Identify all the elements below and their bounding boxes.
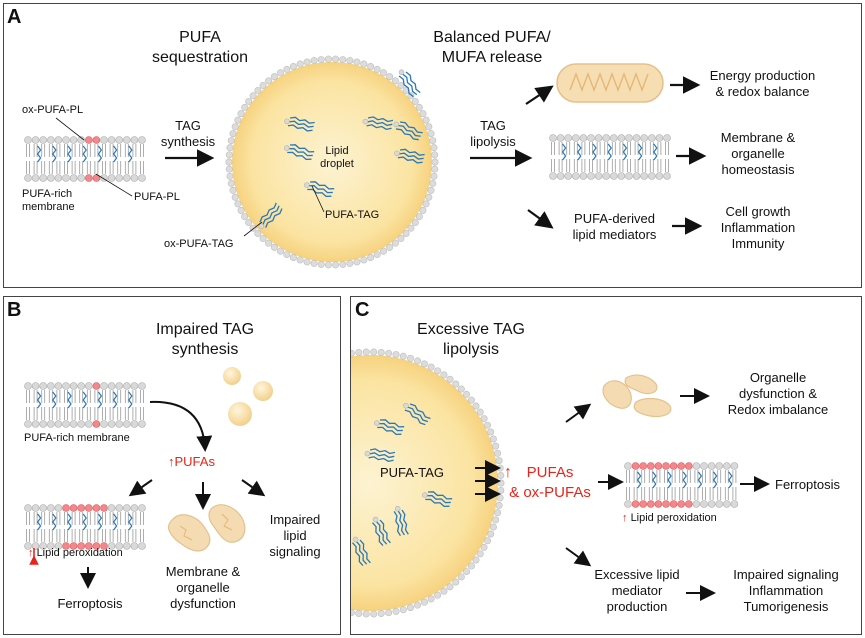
label-pufa-tag-c: PUFA-TAG xyxy=(380,465,445,480)
label-membrane-homeostasis: Membrane & organelle homeostasis xyxy=(720,130,796,177)
lipid-ball xyxy=(253,381,273,401)
lipid-ball xyxy=(228,402,252,426)
label-ferroptosis-c: Ferroptosis xyxy=(775,477,841,492)
label-impaired-lipid-signaling: Impaired lipid signaling xyxy=(269,512,321,559)
up-arrow-icon: ↑ xyxy=(504,464,512,481)
label-lipid-peroxidation-c: ↑ Lipid peroxidation xyxy=(622,512,717,525)
arrow-to-peroxidation-b xyxy=(128,479,153,497)
title-balanced-release: Balanced PUFA/ MUFA release xyxy=(433,29,551,66)
label-pufas-b: ↑PUFAs xyxy=(168,454,215,470)
label-lipid-peroxidation-b: ↑ Lipid peroxidation xyxy=(28,547,123,560)
lipid-droplet-c xyxy=(351,355,498,611)
title-pufa-sequestration: PUFA sequestration xyxy=(151,29,249,66)
mitochondrion-icon xyxy=(556,63,664,103)
damaged-organelle-icon xyxy=(167,504,246,552)
label-tag-lipolysis: TAG lipolysis xyxy=(470,118,516,149)
label-lipid-peroxidation-c-text: Lipid peroxidation xyxy=(630,512,717,524)
label-organelle-dysfunction-b: Membrane & organelle dysfunction xyxy=(165,564,241,611)
label-ox-pufa-tag: ox-PUFA-TAG xyxy=(164,238,234,250)
label-excessive-mediator: Excessive lipid mediator production xyxy=(594,567,680,614)
up-arrow-icon: ↑ xyxy=(622,512,628,524)
label-energy-production: Energy production & redox balance xyxy=(709,68,816,99)
label-pufa-pl: PUFA-PL xyxy=(134,191,180,203)
label-pufas-ox-pufas: ↑PUFAs & ox-PUFAs xyxy=(498,463,602,503)
label-pufa-rich-membrane-b: PUFA-rich membrane xyxy=(24,432,130,444)
damaged-organelle-icon xyxy=(602,374,672,418)
arrow-to-mediators xyxy=(527,209,554,229)
pufa-rich-membrane-a xyxy=(24,136,146,182)
arrow-membrane-to-pufas xyxy=(149,400,213,452)
title-excessive-tag-lipolysis: Excessive TAG lipolysis xyxy=(417,321,525,358)
panel-letter-b: B xyxy=(7,299,22,321)
label-lipid-peroxidation-b-text: Lipid peroxidation xyxy=(36,547,123,559)
label-ferroptosis-b: Ferroptosis xyxy=(57,596,123,611)
panel-letter-c: C xyxy=(355,299,370,321)
arrow-to-signaling-b xyxy=(241,479,266,497)
label-pufa-tag-a: PUFA-TAG xyxy=(325,209,380,221)
arrow-to-mito xyxy=(525,85,554,105)
title-impaired-tag-synthesis: Impaired TAG synthesis xyxy=(155,321,255,358)
panel-b xyxy=(3,296,341,635)
lipid-ball xyxy=(223,367,241,385)
lipid-droplet-a xyxy=(232,62,432,262)
label-lipid-droplet: Lipid droplet xyxy=(320,145,354,170)
label-organelle-dysfunction-c: Organelle dysfunction & Redox imbalance xyxy=(727,370,829,417)
label-pufas-ox-pufas-text: PUFAs & ox-PUFAs xyxy=(509,464,591,501)
up-arrow-icon: ↑ xyxy=(168,454,175,469)
label-pufa-rich-membrane: PUFA-rich membrane xyxy=(22,188,75,213)
label-tag-synthesis: TAG synthesis xyxy=(160,118,216,149)
panel-letter-a: A xyxy=(7,6,22,28)
label-pufa-derived-mediators: PUFA-derived lipid mediators xyxy=(572,211,657,242)
label-outcomes-c: Impaired signaling Inflammation Tumorige… xyxy=(733,567,839,614)
label-outcomes-a: Cell growth Inflammation Immunity xyxy=(720,204,796,251)
up-arrow-icon: ↑ xyxy=(28,547,34,559)
label-ox-pufa-pl: ox-PUFA-PL xyxy=(22,104,84,116)
label-pufas-b-text: PUFAs xyxy=(174,454,215,469)
